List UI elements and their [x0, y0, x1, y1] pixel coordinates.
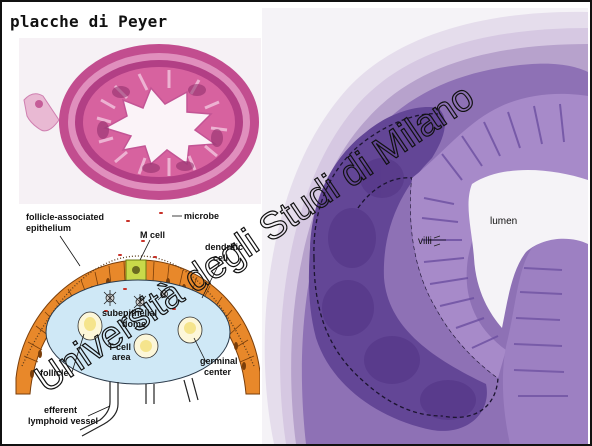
label-germinal-2: center: [204, 367, 232, 377]
micrograph-svg: villi lumen: [262, 8, 588, 444]
label-dendritic-2: cell: [213, 253, 228, 263]
label-m-cell: M cell: [140, 230, 165, 240]
label-efferent-2: lymphoid vessel: [28, 416, 98, 426]
label-follicle-epithelium-2: epithelium: [26, 223, 71, 233]
diagram-svg: microbe follicle-associated epithelium M…: [14, 206, 260, 444]
he-cross-section-svg: [19, 38, 261, 204]
label-efferent-1: efferent: [44, 405, 77, 415]
he-cross-section-image: [19, 38, 261, 204]
label-villi: villi: [418, 236, 432, 247]
label-lumen: lumen: [490, 216, 517, 227]
label-follicle-epithelium-1: follicle-associated: [26, 212, 104, 222]
peyer-patch-diagram: microbe follicle-associated epithelium M…: [14, 206, 260, 444]
label-microbe: microbe: [184, 211, 219, 221]
peyer-patch-micrograph: villi lumen: [262, 8, 588, 444]
label-subepithelial-2: dome: [122, 319, 146, 329]
label-subepithelial-1: subepithelial: [102, 308, 157, 318]
slide-title: placche di Peyer: [10, 12, 167, 31]
label-dendritic-1: dendritic: [205, 242, 243, 252]
label-germinal-1: germinal: [200, 356, 238, 366]
label-tcell-2: area: [112, 352, 132, 362]
label-tcell-1: T-cell: [108, 342, 131, 352]
label-follicle: follicle: [40, 368, 69, 378]
